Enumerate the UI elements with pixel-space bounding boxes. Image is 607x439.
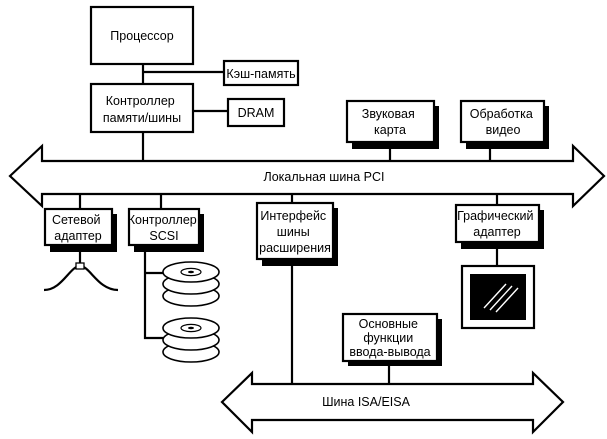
isa-eisa-bus: Шина ISA/EISA (220, 370, 565, 435)
hard-disk-stack-icon (162, 317, 220, 363)
svg-text:Контроллер памяти/шины: Контроллер памяти/шины (103, 94, 181, 125)
network-adapter-label-line1: Сетевой (52, 213, 101, 227)
expansion-interface-label-line3: расширения (259, 241, 331, 255)
svg-text:Интерфейс шины рас: Интерфейс шины расширения (259, 209, 331, 255)
svg-text:Сетевой адаптер: Сетевой адаптер (52, 213, 104, 243)
basic-io-label-line1: Основные (359, 317, 418, 331)
pci-bus-label: Локальная шина PCI (264, 170, 385, 184)
scsi-controller-block: Контроллер SCSI (128, 207, 204, 252)
pci-bus: Локальная шина PCI (8, 143, 606, 209)
svg-text:Процессор: Процессор (110, 29, 173, 43)
expansion-interface-label-line1: Интерфейс (260, 209, 326, 223)
graphics-adapter-label-line2: адаптер (473, 225, 521, 239)
svg-text:DRAM: DRAM (238, 106, 275, 120)
svg-text:Контроллер SCSI: Контроллер SCSI (128, 213, 200, 243)
network-adapter-block: Сетевой адаптер (43, 207, 117, 252)
monitor-icon (460, 264, 536, 330)
scsi-controller-label-line1: Контроллер (128, 213, 197, 227)
network-adapter-label-line2: адаптер (54, 229, 102, 243)
basic-io-label-line3: ввода-вывода (349, 345, 430, 359)
svg-text:Звуковая карта: Звуковая карта (362, 107, 418, 137)
sound-card-block: Звуковая карта (345, 99, 439, 149)
processor-label: Процессор (110, 29, 173, 43)
video-processing-label-line2: видео (486, 123, 521, 137)
graphics-adapter-label-line1: Графический (457, 209, 533, 223)
dram-block: DRAM (226, 97, 286, 128)
basic-io-block: Основные функции ввода-вывода (341, 312, 442, 366)
svg-text:Графический адаптер: Графический адаптер (457, 209, 537, 239)
expansion-interface-label-line2: шины (277, 225, 310, 239)
scsi-controller-label-line2: SCSI (149, 229, 178, 243)
expansion-bus-interface-block: Интерфейс шины расширения (255, 201, 338, 266)
svg-text:Основные функции в: Основные функции ввода-вывода (349, 317, 430, 359)
processor-block: Процессор (89, 5, 195, 66)
basic-io-label-line2: функции (363, 331, 413, 345)
network-cable-icon (43, 262, 119, 292)
dram-label: DRAM (238, 106, 275, 120)
graphics-adapter-block: Графический адаптер (454, 203, 544, 249)
video-processing-block: Обработка видео (459, 99, 549, 149)
cache-memory-block: Кэш-память (222, 59, 300, 87)
svg-text:Кэш-память: Кэш-память (226, 67, 295, 81)
memory-bus-controller-block: Контроллер памяти/шины (89, 82, 195, 134)
memory-controller-label-line2: памяти/шины (103, 111, 181, 125)
sound-card-label-line2: карта (374, 123, 406, 137)
cache-memory-label: Кэш-память (226, 67, 295, 81)
hard-disk-stack-icon (162, 261, 220, 307)
video-processing-label-line1: Обработка (470, 107, 533, 121)
isa-eisa-bus-label: Шина ISA/EISA (322, 395, 411, 409)
sound-card-label-line1: Звуковая (362, 107, 415, 121)
svg-text:Обработка видео: Обработка видео (470, 107, 537, 137)
memory-controller-label-line1: Контроллер (106, 94, 175, 108)
